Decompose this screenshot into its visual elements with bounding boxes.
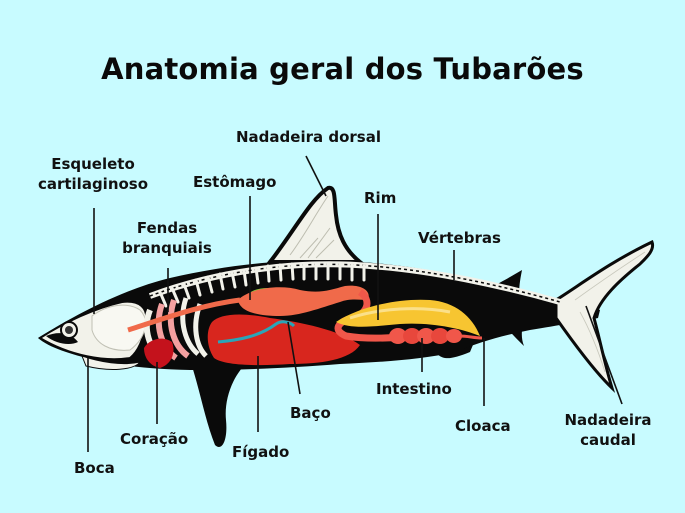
label-estomago: Estômago bbox=[193, 173, 277, 191]
caudal-fin bbox=[554, 239, 655, 393]
heart bbox=[144, 338, 174, 368]
label-esqueleto-cartilaginoso: Esqueleto cartilaginoso bbox=[37, 155, 149, 193]
label-coracao: Coração bbox=[120, 430, 189, 448]
label-vertebras: Vértebras bbox=[418, 229, 501, 247]
spleen bbox=[217, 320, 296, 344]
label-cloaca: Cloaca bbox=[455, 417, 511, 435]
label-nadadeira-caudal: Nadadeira caudal bbox=[564, 411, 652, 449]
dorsal-fin bbox=[265, 185, 366, 264]
label-nadadeira-dorsal: Nadadeira dorsal bbox=[236, 128, 381, 146]
liver bbox=[207, 314, 360, 366]
label-figado: Fígado bbox=[232, 443, 290, 461]
label-baco: Baço bbox=[290, 404, 331, 422]
pectoral-fin bbox=[190, 360, 250, 448]
intestine bbox=[389, 328, 483, 344]
stomach bbox=[238, 285, 369, 316]
diagram-title: Anatomia geral dos Tubarões bbox=[101, 52, 584, 86]
label-boca: Boca bbox=[74, 459, 115, 477]
label-rim: Rim bbox=[364, 189, 397, 207]
kidney bbox=[336, 299, 480, 336]
label-intestino: Intestino bbox=[376, 380, 452, 398]
label-fendas-branquiais: Fendas branquiais bbox=[122, 219, 212, 257]
